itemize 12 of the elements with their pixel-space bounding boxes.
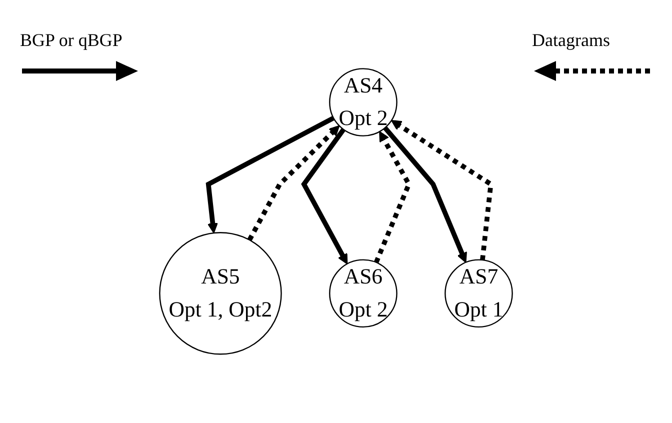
arrow bbox=[301, 128, 348, 264]
legend-text: Datagrams bbox=[532, 30, 611, 51]
node-circle: AS5 Opt 1, Opt2 bbox=[159, 232, 282, 355]
arrow bbox=[206, 116, 335, 234]
node-circle: AS4 Opt 2 bbox=[329, 68, 398, 136]
arrow bbox=[247, 125, 340, 242]
arrow bbox=[383, 126, 467, 263]
node-circle: AS7 Opt 1 bbox=[444, 259, 513, 328]
arrow bbox=[374, 131, 412, 264]
node-circle: AS6 Opt 2 bbox=[329, 259, 398, 328]
arrow bbox=[390, 120, 494, 260]
legend-text: BGP or qBGP bbox=[20, 30, 124, 51]
